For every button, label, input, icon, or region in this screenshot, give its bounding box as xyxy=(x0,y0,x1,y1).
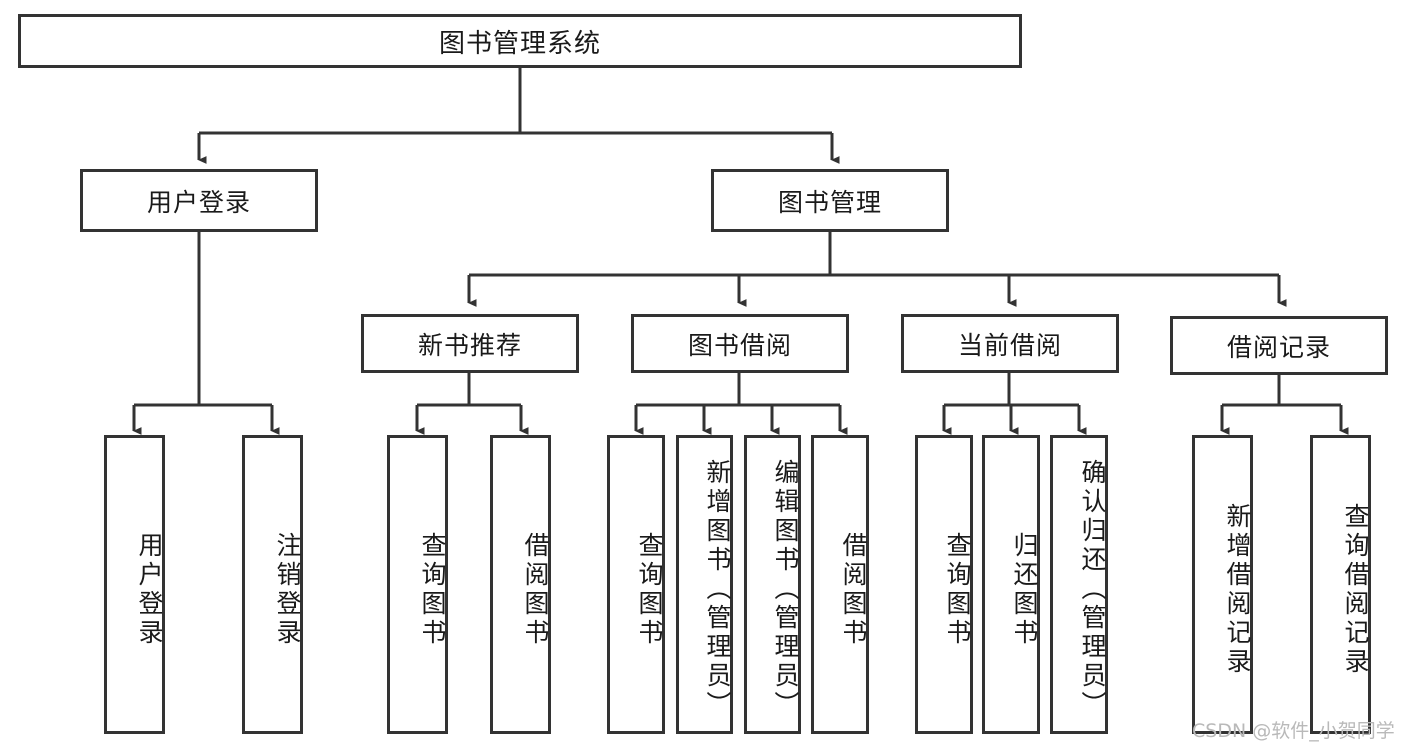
leaf-borrow-add-book-admin[interactable]: 新增图书（管理员） xyxy=(676,435,733,734)
node-label: 图书管理 xyxy=(777,187,882,217)
node-label: 用户登录 xyxy=(135,531,164,648)
node-label: 图书借阅 xyxy=(687,330,792,360)
node-label: 归还图书 xyxy=(1010,531,1039,648)
leaf-user-login-login[interactable]: 用户登录 xyxy=(104,435,165,734)
leaf-current-return-book[interactable]: 归还图书 xyxy=(982,435,1040,734)
node-label: 用户登录 xyxy=(146,187,251,217)
leaf-recommend-borrow-book[interactable]: 借阅图书 xyxy=(490,435,551,734)
node-label: 新增借阅记录 xyxy=(1223,502,1252,677)
watermark-text: CSDN @软件_小贺同学 xyxy=(1192,720,1395,742)
leaf-borrow-borrow-book[interactable]: 借阅图书 xyxy=(811,435,869,734)
node-new-book-recommend[interactable]: 新书推荐 xyxy=(361,314,579,373)
leaf-current-confirm-return-admin[interactable]: 确认归还（管理员） xyxy=(1050,435,1108,734)
leaf-current-query-book[interactable]: 查询图书 xyxy=(915,435,973,734)
leaf-record-add-record[interactable]: 新增借阅记录 xyxy=(1192,435,1253,734)
leaf-borrow-edit-book-admin[interactable]: 编辑图书（管理员） xyxy=(744,435,801,734)
node-root-system[interactable]: 图书管理系统 xyxy=(18,14,1022,68)
node-label: 查询图书 xyxy=(635,531,664,648)
node-label: 编辑图书（管理员） xyxy=(771,459,800,720)
node-book-management[interactable]: 图书管理 xyxy=(711,169,949,232)
leaf-recommend-query-book[interactable]: 查询图书 xyxy=(387,435,448,734)
node-label: 借阅图书 xyxy=(839,531,868,648)
node-book-borrow[interactable]: 图书借阅 xyxy=(631,314,849,373)
node-current-borrow[interactable]: 当前借阅 xyxy=(901,314,1119,373)
node-label: 借阅图书 xyxy=(521,531,550,648)
node-label: 新增图书（管理员） xyxy=(703,459,732,720)
leaf-record-query-record[interactable]: 查询借阅记录 xyxy=(1310,435,1371,734)
node-label: 查询图书 xyxy=(943,531,972,648)
node-label: 查询图书 xyxy=(418,531,447,648)
node-label: 确认归还（管理员） xyxy=(1078,459,1107,720)
node-user-login[interactable]: 用户登录 xyxy=(80,169,318,232)
node-label: 新书推荐 xyxy=(417,330,522,360)
node-label: 查询借阅记录 xyxy=(1341,502,1370,677)
node-label: 当前借阅 xyxy=(957,330,1062,360)
node-label: 借阅记录 xyxy=(1226,332,1331,362)
node-label: 注销登录 xyxy=(273,531,302,648)
leaf-user-login-logout[interactable]: 注销登录 xyxy=(242,435,303,734)
node-borrow-record[interactable]: 借阅记录 xyxy=(1170,316,1388,375)
node-label: 图书管理系统 xyxy=(438,28,601,59)
leaf-borrow-query-book[interactable]: 查询图书 xyxy=(607,435,665,734)
